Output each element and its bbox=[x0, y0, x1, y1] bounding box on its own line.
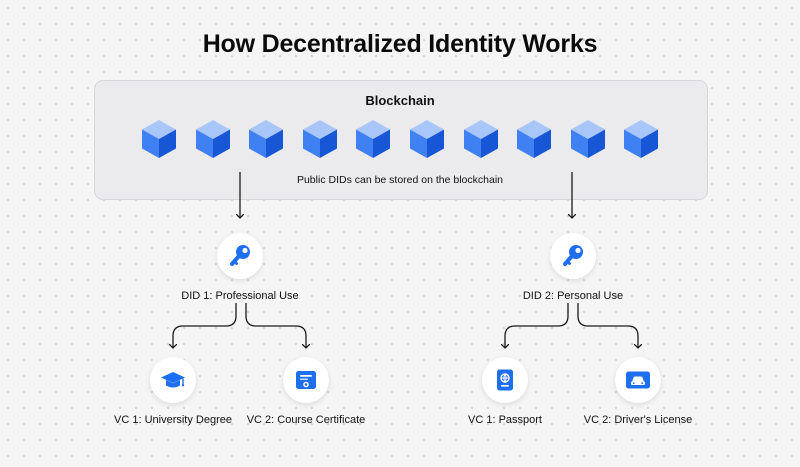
vc-course-certificate-label: VC 2: Course Certificate bbox=[246, 414, 366, 426]
cube-icon bbox=[303, 120, 337, 158]
vc-passport-node bbox=[482, 357, 528, 403]
vc-course-certificate-node bbox=[283, 357, 329, 403]
graduation-cap-icon bbox=[161, 372, 185, 388]
did2-node bbox=[550, 233, 596, 279]
blockchain-block bbox=[623, 119, 659, 159]
arrow-did1-to-vc1 bbox=[173, 303, 237, 348]
cube-icon bbox=[356, 120, 390, 158]
blockchain-block bbox=[516, 119, 552, 159]
arrow-did1-to-vc2 bbox=[245, 303, 306, 348]
key-icon bbox=[563, 245, 583, 266]
vc-drivers-license-label: VC 2: Driver's License bbox=[583, 414, 693, 426]
cube-icon bbox=[571, 120, 605, 158]
blockchain-block bbox=[570, 119, 606, 159]
cube-icon bbox=[249, 120, 283, 158]
arrow-did2-to-vc2 bbox=[577, 303, 638, 348]
blockchain-block bbox=[302, 119, 338, 159]
cube-icon bbox=[517, 120, 551, 158]
cube-icon bbox=[196, 120, 230, 158]
blockchain-label: Blockchain bbox=[365, 93, 435, 108]
key-icon bbox=[230, 245, 250, 266]
cube-icon bbox=[624, 120, 658, 158]
cube-icon bbox=[410, 120, 444, 158]
arrow-did2-to-vc1 bbox=[505, 303, 569, 348]
did1-label: DID 1: Professional Use bbox=[181, 290, 299, 302]
blockchain-block bbox=[463, 119, 499, 159]
drivers-license-icon bbox=[626, 371, 650, 389]
blockchain-block bbox=[248, 119, 284, 159]
cube-icon bbox=[142, 120, 176, 158]
certificate-icon bbox=[296, 371, 316, 389]
vc-passport-label: VC 1: Passport bbox=[468, 414, 542, 426]
blockchain-block bbox=[409, 119, 445, 159]
blockchain-caption: Public DIDs can be stored on the blockch… bbox=[296, 174, 504, 186]
vc-drivers-license-node bbox=[615, 357, 661, 403]
diagram-title: How Decentralized Identity Works bbox=[202, 30, 598, 58]
vc-university-degree-node bbox=[150, 357, 196, 403]
did1-node bbox=[217, 233, 263, 279]
blockchain-block bbox=[141, 119, 177, 159]
cube-icon bbox=[464, 120, 498, 158]
vc-university-degree-label: VC 1: University Degree bbox=[114, 414, 232, 426]
blockchain-block bbox=[355, 119, 391, 159]
did2-label: DID 2: Personal Use bbox=[522, 290, 624, 302]
passport-icon bbox=[497, 369, 513, 391]
blockchain-block bbox=[195, 119, 231, 159]
